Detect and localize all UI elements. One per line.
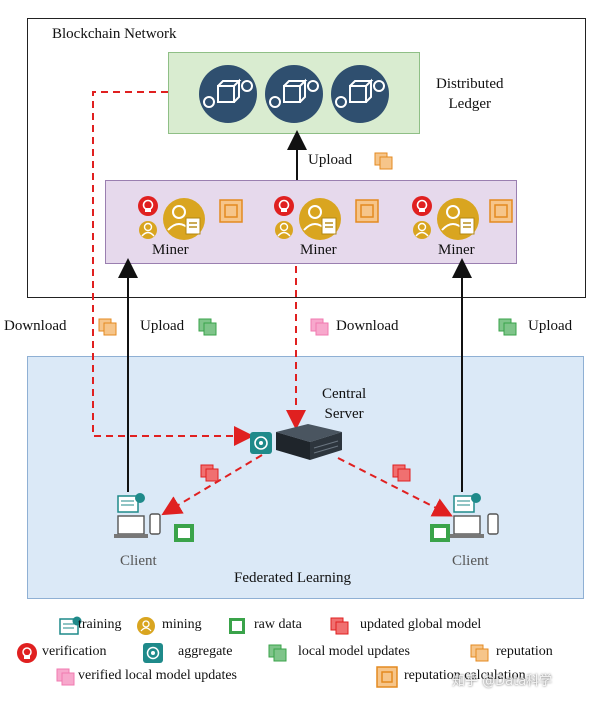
client-label: Client bbox=[120, 553, 157, 569]
local-model-updates-icon bbox=[498, 318, 517, 336]
upload-label-right: Upload bbox=[528, 318, 573, 334]
blockchain-network-title: Blockchain Network bbox=[52, 26, 177, 42]
ledger-label: Distributed Ledger bbox=[436, 74, 504, 114]
legend-training-label: training bbox=[78, 617, 122, 632]
reputation-icon bbox=[470, 644, 489, 662]
download-label-left: Download bbox=[4, 318, 67, 334]
miner-label: Miner bbox=[152, 242, 189, 258]
mining-icon bbox=[137, 617, 155, 635]
updated-global-model-icon bbox=[200, 464, 219, 482]
local-model-updates-icon bbox=[198, 318, 217, 336]
aggregate-icon bbox=[143, 643, 163, 663]
reputation-icon bbox=[374, 152, 393, 170]
miner-icons bbox=[412, 196, 513, 240]
legend: training mining raw data updated global … bbox=[0, 612, 600, 703]
reputation-calculation-icon bbox=[219, 199, 243, 223]
training-icon bbox=[453, 493, 481, 513]
central-server bbox=[250, 424, 342, 460]
legend-mining-label: mining bbox=[162, 617, 202, 632]
watermark: 知乎 @Data科学 bbox=[452, 674, 553, 689]
ledger-blocks bbox=[199, 65, 389, 123]
legend-updated-global-model-label: updated global model bbox=[360, 617, 482, 632]
federated-learning-area bbox=[27, 356, 584, 599]
aggregate-icon bbox=[250, 432, 272, 454]
legend-verified-local-model-updates-label: verified local model updates bbox=[78, 668, 237, 683]
local-model-updates-icon bbox=[268, 644, 287, 662]
download-label-center: Download bbox=[336, 318, 399, 334]
reputation-icon bbox=[98, 318, 117, 336]
block-icon bbox=[199, 65, 257, 123]
verified-local-model-updates-icon bbox=[310, 318, 329, 336]
verification-icon bbox=[17, 643, 37, 663]
mining-icon bbox=[413, 221, 431, 239]
reputation-calculation-icon bbox=[489, 199, 513, 223]
reputation-calculation-icon bbox=[376, 666, 398, 688]
phone-icon bbox=[487, 513, 499, 535]
verification-icon bbox=[412, 196, 432, 216]
download-dashed-ledger-to-server bbox=[92, 91, 254, 446]
client-label: Client bbox=[452, 553, 489, 569]
reputation-calculation-icon bbox=[355, 199, 379, 223]
federated-learning-title: Federated Learning bbox=[234, 570, 352, 586]
phone-icon bbox=[149, 513, 161, 535]
mining-icon bbox=[163, 198, 205, 240]
central-server-label: Central Server bbox=[322, 384, 366, 424]
client-icon bbox=[430, 493, 499, 542]
mining-icon bbox=[275, 221, 293, 239]
client-icon bbox=[114, 493, 194, 542]
raw-data-icon bbox=[174, 524, 194, 542]
legend-verification-label: verification bbox=[42, 644, 107, 659]
updated-global-model-icon bbox=[330, 617, 349, 635]
miner-label: Miner bbox=[438, 242, 475, 258]
raw-data-icon bbox=[430, 524, 450, 542]
central-server-label-line2: Server bbox=[324, 406, 364, 422]
miner-icons bbox=[138, 196, 243, 240]
legend-raw-data-label: raw data bbox=[254, 617, 302, 632]
legend-reputation-calculation-label: reputation calculation bbox=[404, 668, 526, 683]
laptop-icon bbox=[114, 515, 148, 538]
upload-label-left: Upload bbox=[140, 318, 185, 334]
central-server-label-line1: Central bbox=[322, 386, 367, 402]
mining-icon bbox=[139, 221, 157, 239]
verification-icon bbox=[274, 196, 294, 216]
legend-local-model-updates-label: local model updates bbox=[298, 644, 410, 659]
verification-icon bbox=[138, 196, 158, 216]
ledger-label-line2: Ledger bbox=[448, 96, 491, 112]
miner-icons bbox=[274, 196, 379, 240]
verified-local-model-updates-icon bbox=[56, 668, 75, 686]
raw-data-icon bbox=[229, 618, 245, 634]
global-model-dashed-left bbox=[161, 454, 263, 516]
block-icon bbox=[331, 65, 389, 123]
mining-icon bbox=[299, 198, 341, 240]
blockchain-network-frame bbox=[27, 18, 586, 298]
global-model-dashed-right bbox=[337, 457, 453, 517]
laptop-icon bbox=[450, 515, 484, 538]
mining-icon bbox=[437, 198, 479, 240]
miner-label: Miner bbox=[300, 242, 337, 258]
legend-aggregate-label: aggregate bbox=[178, 644, 233, 659]
server-icon bbox=[276, 424, 342, 460]
ledger-label-line1: Distributed bbox=[436, 76, 504, 92]
updated-global-model-icon bbox=[392, 464, 411, 482]
legend-reputation-label: reputation bbox=[496, 644, 553, 659]
block-icon bbox=[265, 65, 323, 123]
training-icon bbox=[117, 493, 145, 513]
upload-label-top: Upload bbox=[308, 152, 353, 168]
training-icon bbox=[59, 616, 82, 635]
